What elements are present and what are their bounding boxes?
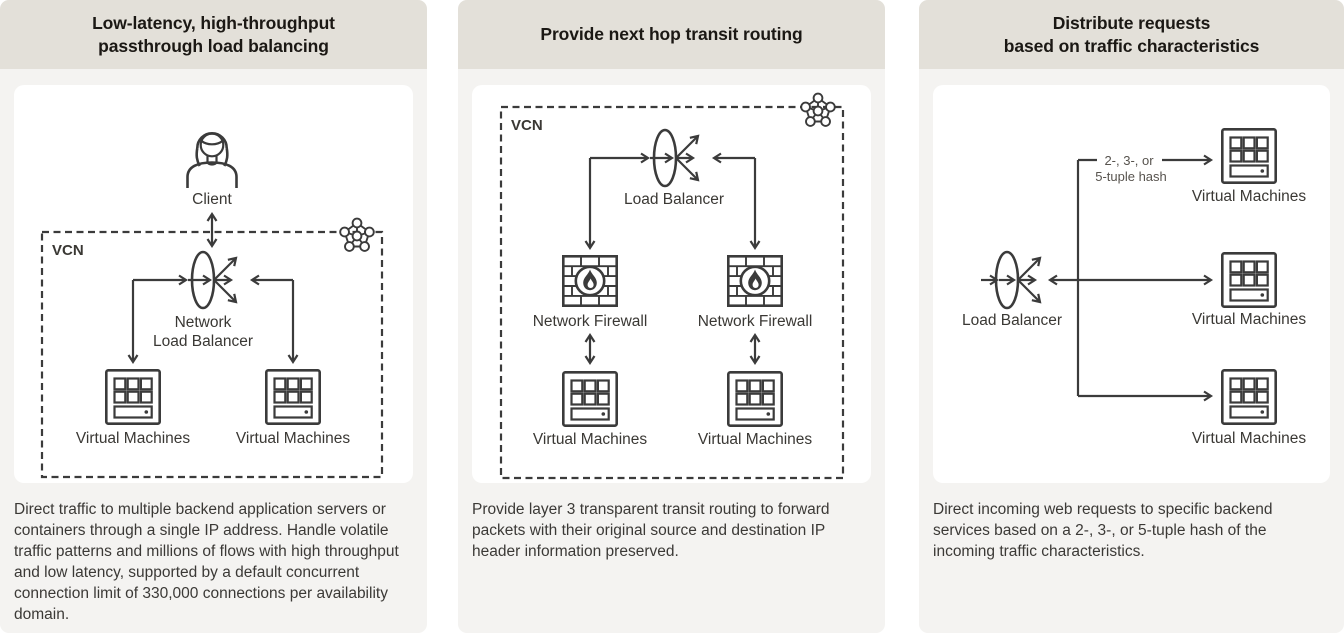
panel-2-diagram-card [472,85,871,483]
vm-left-label: Virtual Machines [76,430,191,447]
panel-3-header: Distribute requests based on traffic cha… [919,0,1344,69]
panel-traffic-characteristics: Distribute requests based on traffic cha… [919,0,1344,633]
fw-right-label: Network Firewall [698,313,813,330]
virtual-machines-icon [264,368,322,426]
network-cluster-icon [339,217,375,252]
panel-1-header: Low-latency, high-throughput passthrough… [0,0,427,69]
panel-2-title-line-1: Provide next hop transit routing [540,24,803,44]
panel-3-diagram: 2-, 3-, or 5-tuple hash Load Balancer Vi… [962,128,1307,447]
nlb-label-line-1: Network [175,314,232,331]
fw-left-label: Network Firewall [533,313,648,330]
panel-passthrough-load-balancing: Low-latency, high-throughput passthrough… [0,0,427,633]
client-label: Client [192,191,232,208]
panel-1-title-line-2: passthrough load balancing [98,35,329,56]
tuple-hash-label-line-1: 2-, 3-, or [1104,153,1154,168]
panel-3-title-line-2: based on traffic characteristics [1003,35,1260,56]
vm-top-label: Virtual Machines [1192,188,1307,205]
tuple-hash-label-line-2: 5-tuple hash [1095,169,1167,184]
panel-2-header: Provide next hop transit routing [458,0,885,69]
virtual-machines-icon [105,368,161,426]
panel-3-description: Direct incoming web requests to specific… [933,501,1273,560]
vcn-boundary [499,105,845,480]
load-balancer-icon [650,128,700,188]
connectors [127,274,299,365]
panel-1-description: Direct traffic to multiple backend appli… [14,501,399,623]
panel-1-title-line-1: Low-latency, high-throughput [92,12,335,33]
connectors [584,152,761,366]
panel-transit-routing: Provide next hop transit routing [458,0,885,633]
vcn-label: VCN [52,242,84,259]
vm-right-label: Virtual Machines [698,431,813,448]
virtual-machines-icon [726,370,784,428]
vcn-label: VCN [511,117,543,134]
virtual-machines-icon [1221,252,1277,309]
network-firewall-icon [726,254,784,308]
connectors [1047,154,1214,402]
client-icon [186,132,238,188]
vcn-boundary [40,230,384,479]
lb-label: Load Balancer [962,312,1062,329]
load-balancer-icon [981,250,1042,310]
vm-right-label: Virtual Machines [236,430,351,447]
network-cluster-icon [800,92,836,127]
panel-2-description: Provide layer 3 transparent transit rout… [472,501,830,560]
vm-middle-label: Virtual Machines [1192,311,1307,328]
vm-left-label: Virtual Machines [533,431,648,448]
virtual-machines-icon [561,370,619,428]
virtual-machines-icon [1221,368,1277,426]
virtual-machines-icon [1221,128,1277,184]
nlb-label-line-2: Load Balancer [153,333,253,350]
network-load-balancer-icon [188,250,238,310]
panel-3-title-line-1: Distribute requests [1052,12,1211,33]
network-firewall-icon [561,254,619,308]
vm-bottom-label: Virtual Machines [1192,430,1307,447]
panel-2-diagram: VCN Load Balancer [499,92,845,480]
lb-label: Load Balancer [624,191,724,208]
panel-1-diagram: Client VCN [40,132,384,479]
